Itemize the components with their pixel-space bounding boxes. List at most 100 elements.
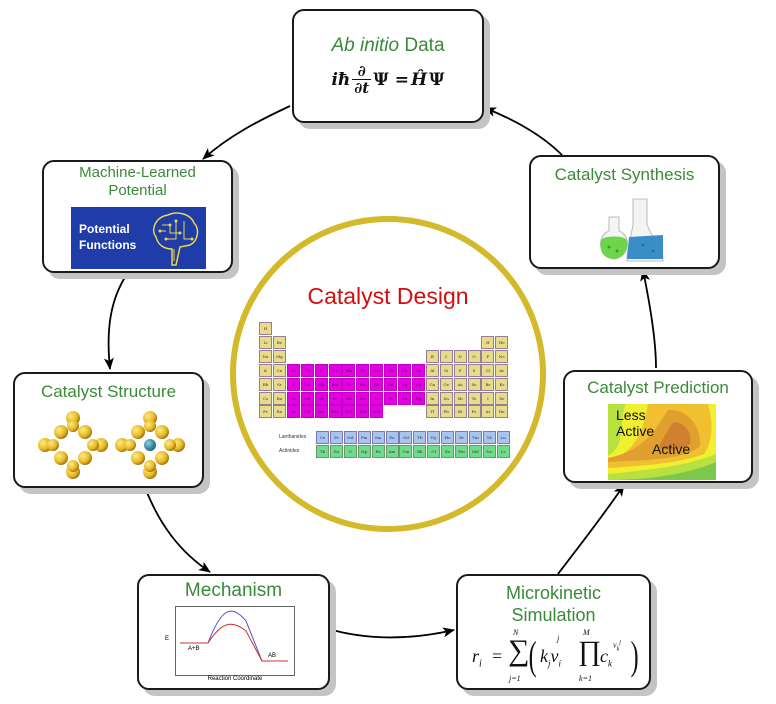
image-text-line1: Potential (79, 222, 130, 236)
element-cell: Ac (286, 405, 300, 419)
node-title: Mechanism (184, 580, 283, 601)
element-cell: H (259, 322, 272, 335)
arrow-abinitio-to-ml (202, 105, 291, 160)
element-cell: P (453, 363, 467, 377)
element-cell: Ir (370, 391, 384, 405)
element-cell: Os (356, 391, 370, 405)
element-cell: K (259, 363, 272, 377)
element-cell: Co (370, 363, 384, 377)
element-cell: Ne (495, 349, 509, 363)
actinide-cell: Th (316, 445, 329, 458)
image-text-line2: Functions (79, 238, 137, 252)
element-cell: Hf (300, 391, 314, 405)
element-cell: Pt (384, 391, 398, 405)
energy-profile-plot: A+B AB (175, 606, 295, 676)
element-cell: Sb (453, 391, 467, 405)
element-cell: Ar (495, 363, 509, 377)
element-cell: Ti (300, 363, 314, 377)
label-active: Active (652, 441, 691, 457)
element-cell: Ca (272, 363, 286, 377)
element-cell: H (481, 335, 495, 349)
actinide-label: Actinides (279, 448, 300, 454)
element-cell: Tc (342, 377, 356, 391)
arrow-ml-to-structure (103, 273, 128, 370)
arrow-microkinetic-to-prediction (557, 484, 625, 575)
actinide-cell: Cm (399, 445, 413, 458)
x-axis-label: Reaction Coordinate (207, 676, 263, 682)
element-cell: 108 (356, 405, 370, 419)
element-cell: At (481, 405, 495, 419)
element-cell: Pb (439, 405, 453, 419)
element-cell: Se (467, 377, 481, 391)
catalyst-design-title: Catalyst Design (307, 283, 469, 309)
element-cell: Rh (370, 377, 384, 391)
gold-clusters-icon (38, 411, 185, 479)
arrow-synthesis-to-abinitio (484, 107, 563, 156)
node-title-line1: Microkinetic (505, 583, 602, 603)
element-cell: Hg (411, 391, 425, 405)
actinide-cell: Pu (371, 445, 385, 458)
arrow-prediction-to-synthesis (640, 269, 657, 369)
element-cell: Mg (272, 349, 286, 363)
energy-curve-uncatalyzed (180, 610, 288, 662)
element-cell: Te (467, 391, 481, 405)
element-cell: B (425, 349, 439, 363)
element-cell: Na (259, 349, 272, 363)
element-cell: N (453, 349, 467, 363)
element-cell: He (495, 335, 509, 349)
actinide-cell: Fm (455, 445, 468, 458)
element-cell: In (425, 391, 439, 405)
actinide-cell: Am (385, 445, 399, 458)
element-cell: Sn (439, 391, 453, 405)
element-cell: Xe (495, 391, 509, 405)
title-italic: Ab initio (331, 35, 400, 56)
element-cell: Ni (384, 363, 398, 377)
node-title: Catalyst Synthesis (554, 165, 695, 184)
element-cell: Ra (272, 405, 286, 419)
lanthanide-cell: Pm (357, 431, 371, 444)
element-cell: Ha (314, 405, 328, 419)
element-cell: Rf (300, 405, 314, 419)
y-axis-label: E (165, 636, 170, 642)
element-cell: Zr (300, 377, 314, 391)
element-cell: Fe (356, 363, 370, 377)
element-cell: Ag (398, 377, 411, 391)
lanthanide-cell: Dy (427, 431, 441, 444)
arrow-structure-to-mechanism (145, 489, 211, 573)
node-catalyst-structure: Catalyst Structure (13, 372, 204, 488)
node-mechanism: Mechanism A+B AB E Reaction Coordinate (137, 574, 330, 690)
element-cell: La (286, 391, 300, 405)
lanthanide-cell: Er (455, 431, 468, 444)
arrow-mechanism-to-microkinetic (331, 627, 455, 639)
element-cell: Y (286, 377, 300, 391)
element-cell: F (481, 349, 495, 363)
element-cell: Cl (481, 363, 495, 377)
flasks-icon (600, 198, 664, 262)
element-cell: Sc (286, 363, 300, 377)
element-cell: 109 (370, 405, 384, 419)
element-cell: Cu (398, 363, 411, 377)
element-cell: Be (272, 335, 286, 349)
element-cell: Au (398, 391, 411, 405)
element-cell: Mn (342, 363, 356, 377)
lanthanide-cell: Eu (385, 431, 399, 444)
node-title: Catalyst Structure (40, 382, 177, 401)
lanthanide-cell: Tm (468, 431, 482, 444)
element-cell: Fr (259, 405, 272, 419)
cluster-pure (38, 411, 108, 479)
actinide-cell: Pa (329, 445, 343, 458)
element-cell: S (467, 363, 481, 377)
element-cell: Nb (314, 377, 328, 391)
node-catalyst-synthesis: Catalyst Synthesis (529, 155, 720, 269)
element-cell: Sr (272, 377, 286, 391)
node-title-line1: Machine-Learned (79, 164, 196, 181)
element-cell: Ru (356, 377, 370, 391)
element-cell: W (328, 391, 342, 405)
element-cell: Rn (495, 405, 509, 419)
lanthanide-cell: Sm (371, 431, 385, 444)
element-cell: Zn (411, 363, 425, 377)
element-cell: Re (342, 391, 356, 405)
